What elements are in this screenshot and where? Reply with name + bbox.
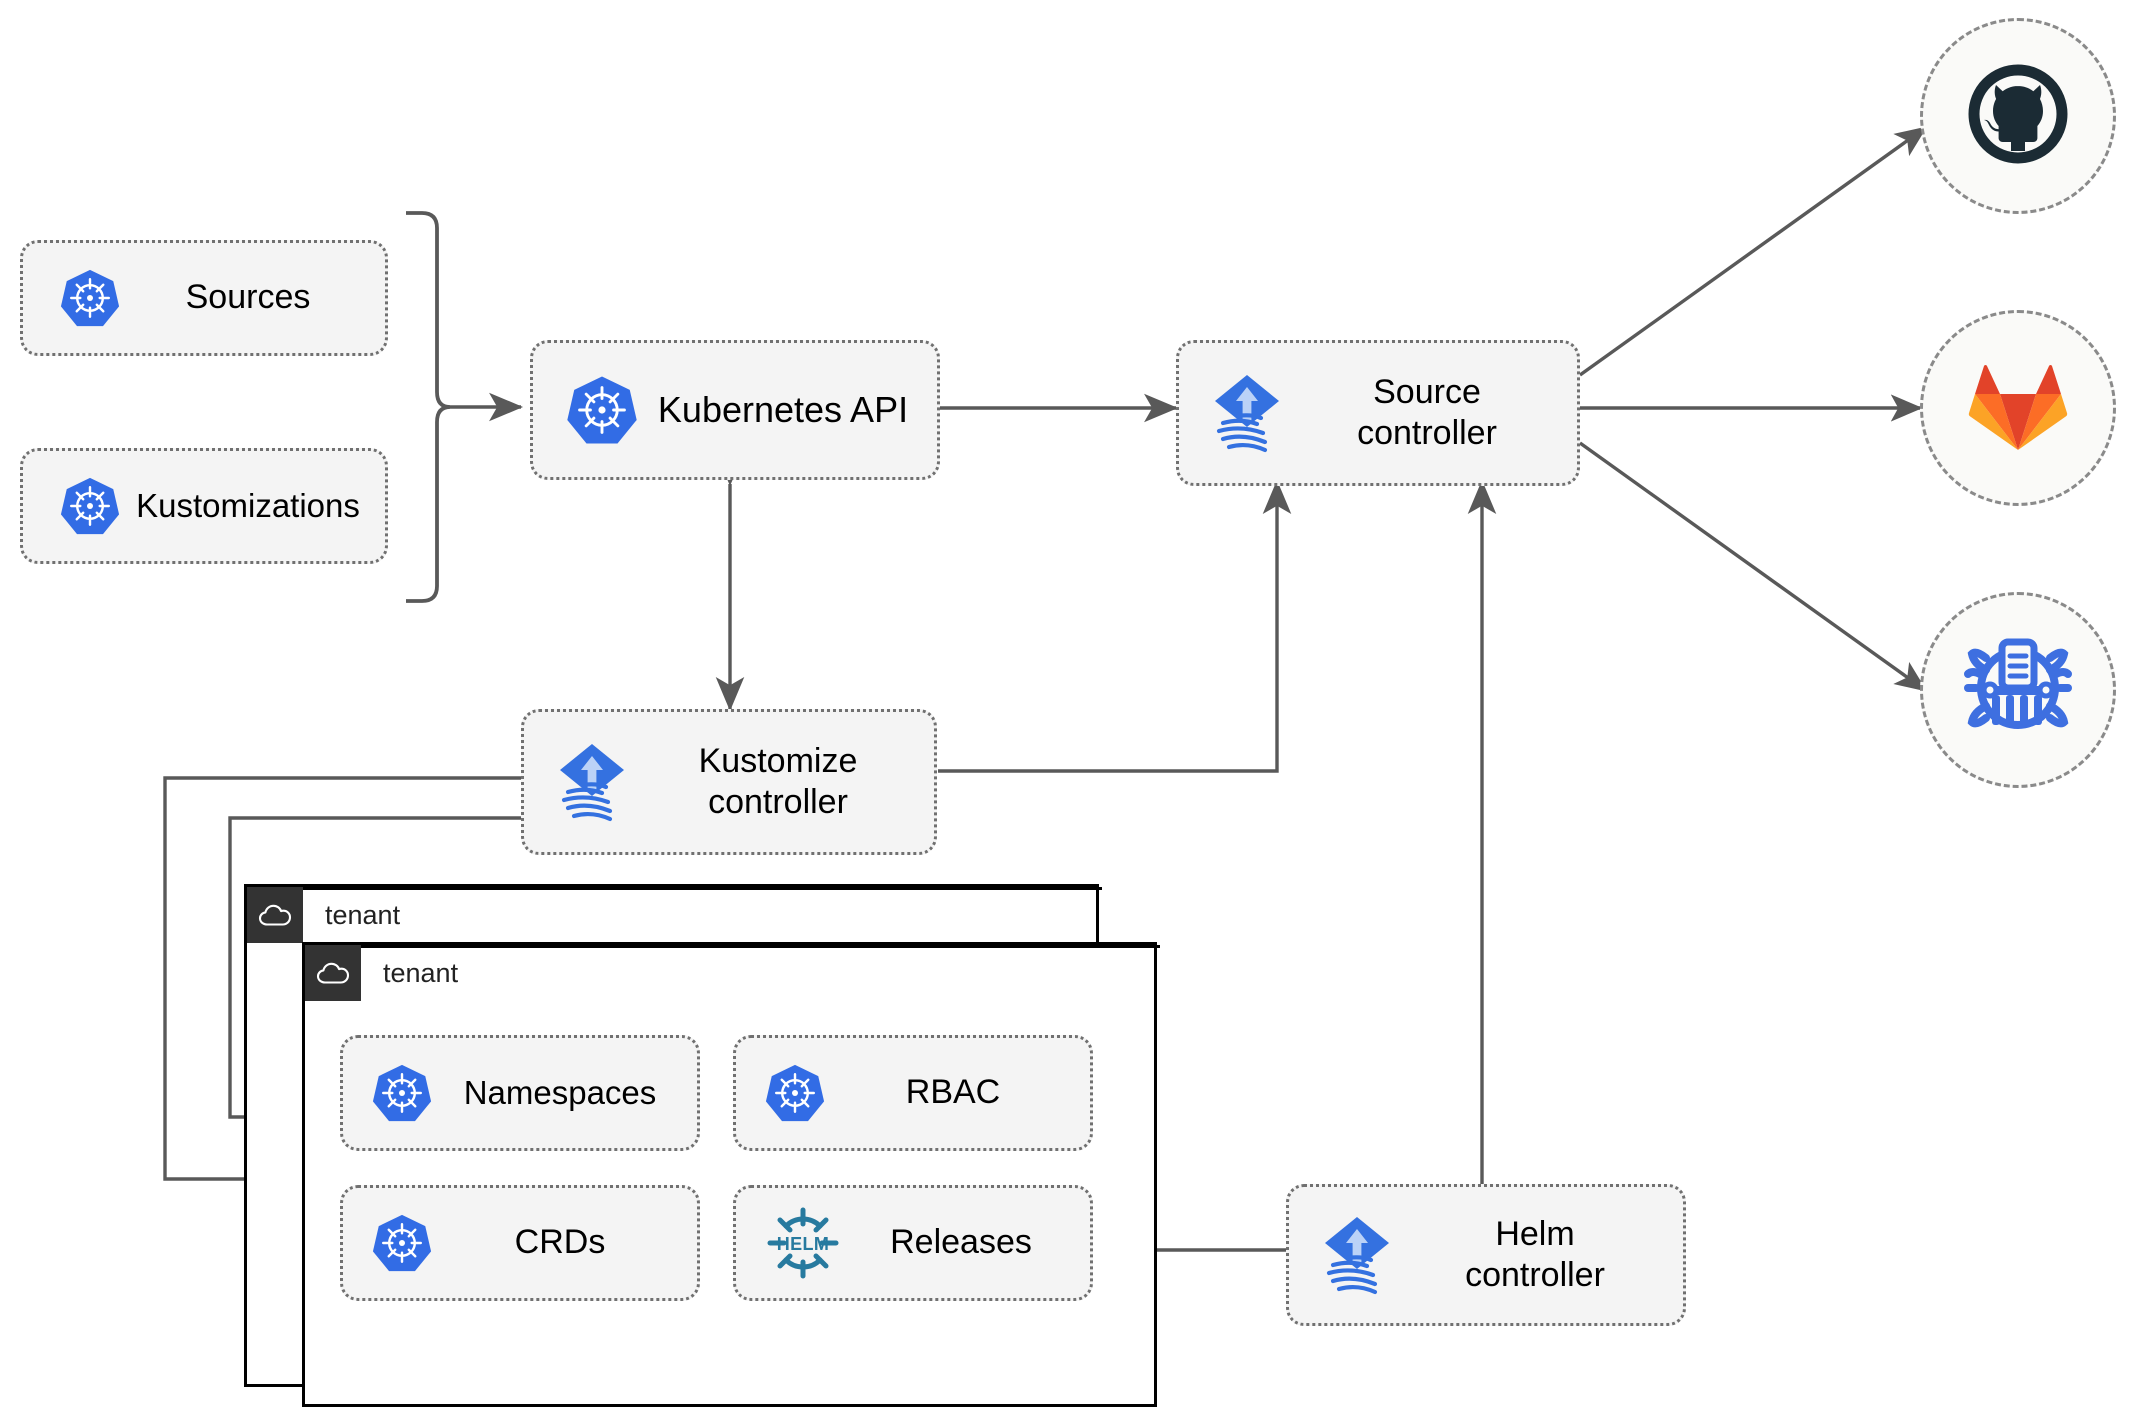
- kubernetes-icon: [565, 373, 639, 447]
- node-releases[interactable]: HELM Releases: [733, 1185, 1093, 1301]
- node-label: Releases: [890, 1223, 1032, 1262]
- node-source-controller[interactable]: Source controller: [1176, 340, 1580, 486]
- node-label: Source controller: [1357, 372, 1497, 452]
- flux-icon: [552, 740, 632, 824]
- wire-source-to-github: [1579, 126, 1928, 377]
- node-crds[interactable]: CRDs: [340, 1185, 700, 1301]
- bracket-sources: [406, 211, 451, 603]
- helm-icon: HELM: [764, 1204, 842, 1282]
- node-kubernetes-api[interactable]: Kubernetes API: [530, 340, 940, 480]
- wire-source-to-bucket: [1579, 441, 1928, 692]
- node-label: Kustomizations: [136, 486, 360, 524]
- helm-repository-icon: [1960, 630, 2076, 751]
- node-label: Kubernetes API: [657, 389, 909, 431]
- node-namespaces[interactable]: Namespaces: [340, 1035, 700, 1151]
- wire-kustomize-to-source: [938, 479, 1292, 773]
- node-helm-controller[interactable]: Helm controller: [1286, 1184, 1686, 1326]
- tenant-label: tenant: [325, 899, 401, 930]
- kubernetes-icon: [371, 1212, 433, 1274]
- flux-icon: [1207, 371, 1287, 455]
- node-label: Kustomize controller: [698, 741, 858, 821]
- github-icon: [1963, 59, 2073, 174]
- tenant-label: tenant: [383, 957, 459, 988]
- tenant-title-bar: tenant: [247, 887, 1102, 943]
- node-kustomize-controller[interactable]: Kustomize controller: [521, 709, 937, 855]
- tenant-bar-divider: [361, 945, 1160, 948]
- kubernetes-icon: [764, 1062, 826, 1124]
- node-label: Helm controller: [1465, 1214, 1605, 1294]
- provider-helm-repository[interactable]: [1920, 592, 2116, 788]
- svg-text:HELM: HELM: [777, 1234, 830, 1254]
- node-sources[interactable]: Sources: [20, 240, 388, 356]
- wire-kustomize-to-tenant-back: [163, 776, 521, 1194]
- kubernetes-icon: [371, 1062, 433, 1124]
- kubernetes-icon: [59, 475, 121, 537]
- node-rbac[interactable]: RBAC: [733, 1035, 1093, 1151]
- cloud-icon: [305, 945, 361, 1001]
- node-label: Namespaces: [463, 1073, 657, 1111]
- node-label: CRDs: [514, 1223, 606, 1262]
- provider-github[interactable]: [1920, 18, 2116, 214]
- cloud-icon: [247, 887, 303, 943]
- gitlab-icon: [1966, 356, 2070, 461]
- tenant-window-front[interactable]: tenant: [302, 942, 1160, 1407]
- flux-icon: [1317, 1213, 1397, 1297]
- node-label: RBAC: [905, 1073, 1001, 1112]
- tenant-bar-divider: [303, 887, 1102, 890]
- node-label: Sources: [185, 278, 311, 317]
- node-kustomizations[interactable]: Kustomizations: [20, 448, 388, 564]
- provider-gitlab[interactable]: [1920, 310, 2116, 506]
- tenant-title-bar: tenant: [305, 945, 1160, 1001]
- kubernetes-icon: [59, 267, 121, 329]
